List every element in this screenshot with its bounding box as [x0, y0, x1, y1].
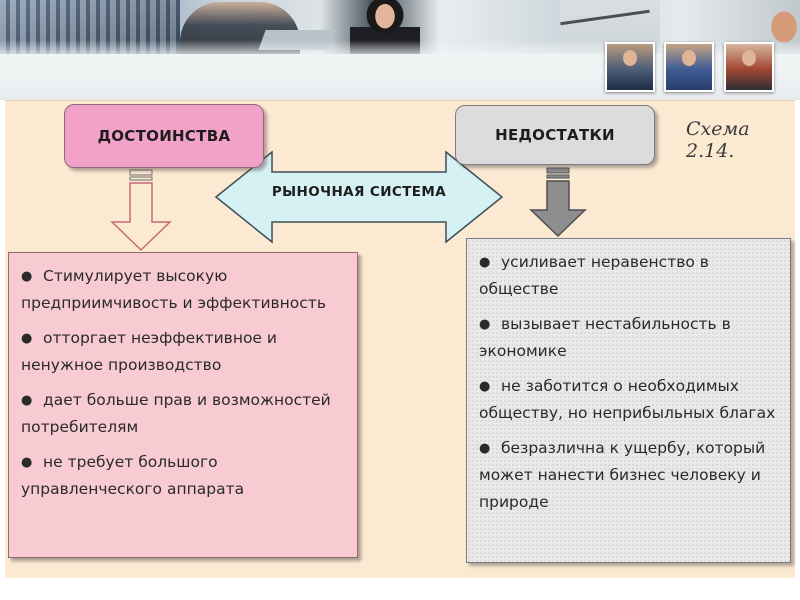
list-item: ●Стимулирует высокую предприимчивость и …	[21, 263, 345, 317]
disadvantage-text: не заботится о необходимых обществу, но …	[479, 377, 776, 422]
disadvantage-text: усиливает неравенство в обществе	[479, 253, 709, 298]
advantage-text: Стимулирует высокую предприимчивость и э…	[21, 267, 326, 312]
list-item: ●вызывает нестабильность в экономике	[479, 311, 778, 365]
list-item: ●не заботится о необходимых обществу, но…	[479, 373, 778, 427]
bullet-icon: ●	[479, 379, 491, 394]
disadvantages-down-arrow	[529, 167, 587, 238]
bullet-icon: ●	[479, 317, 491, 332]
thumbnail-group-photo	[664, 42, 714, 92]
advantages-down-arrow	[110, 169, 172, 252]
disadvantages-list: ●усиливает неравенство в обществе ●вызыв…	[466, 238, 791, 563]
disadvantage-text: вызывает нестабильность в экономике	[479, 315, 731, 360]
double-arrow-shape	[214, 150, 504, 244]
list-item: ●усиливает неравенство в обществе	[479, 249, 778, 303]
advantage-text: дает больше прав и возможностей потребит…	[21, 391, 331, 436]
disadvantage-text: безразлична к ущербу, который может нане…	[479, 439, 766, 511]
schema-label: Схема 2.14.	[686, 118, 750, 162]
advantages-box: ДОСТОИНСТВА	[64, 104, 264, 168]
bullet-icon: ●	[21, 455, 33, 470]
list-item: ●безразлична к ущербу, который может нан…	[479, 435, 778, 516]
bullet-icon: ●	[21, 269, 33, 284]
list-item: ●отторгает неэффективное и ненужное прои…	[21, 325, 345, 379]
thumbnail-meeting-photo	[605, 42, 655, 92]
thumbnail-phone-photo	[724, 42, 774, 92]
advantages-title: ДОСТОИНСТВА	[97, 127, 231, 145]
advantages-list: ●Стимулирует высокую предприимчивость и …	[8, 252, 358, 558]
bullet-icon: ●	[21, 393, 33, 408]
list-item: ●не требует большого управленческого апп…	[21, 449, 345, 503]
bullet-icon: ●	[479, 441, 491, 456]
advantage-text: не требует большого управленческого аппа…	[21, 453, 245, 498]
bullet-icon: ●	[479, 255, 491, 270]
market-system-label: РЫНОЧНАЯ СИСТЕМА	[271, 184, 447, 200]
disadvantages-title: НЕДОСТАТКИ	[495, 126, 615, 144]
bullet-icon: ●	[21, 331, 33, 346]
disadvantages-box: НЕДОСТАТКИ	[455, 105, 655, 165]
bottom-margin	[5, 578, 795, 600]
header-banner	[0, 0, 800, 100]
list-item: ●дает больше прав и возможностей потреби…	[21, 387, 345, 441]
advantage-text: отторгает неэффективное и ненужное произ…	[21, 329, 277, 374]
